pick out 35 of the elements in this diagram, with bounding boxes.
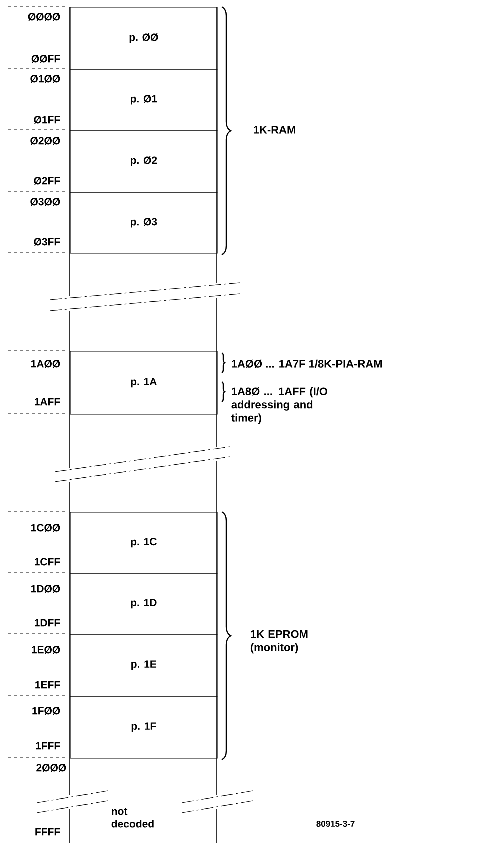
address-label: 1DØØ — [32, 585, 60, 593]
address-label: ØØØØ — [28, 13, 60, 21]
memory-page-box: p. Ø2 — [70, 130, 218, 193]
address-label: Ø2FF — [34, 177, 60, 185]
address-label: FFFF — [36, 828, 60, 836]
memory-page-box: p. 1A — [70, 351, 218, 415]
address-label: Ø1FF — [34, 116, 60, 124]
figure-number: 80915-3-7 — [316, 821, 355, 828]
memory-page-box: p. 1E — [70, 634, 218, 697]
address-label: 1FFF — [36, 742, 60, 750]
address-label: 1FØØ — [32, 707, 60, 715]
address-label: 1EØØ — [32, 646, 60, 654]
address-label: 1DFF — [35, 619, 60, 627]
address-label: Ø3FF — [34, 238, 60, 246]
memory-page-box: p. 1C — [70, 512, 218, 574]
brace-label: 1AØØ ... 1A7F 1/8K-PIA-RAM — [232, 360, 382, 368]
memory-page-box: p. 1F — [70, 696, 218, 759]
address-label: 2ØØØ — [36, 764, 66, 772]
memory-page-box: p. Ø3 — [70, 192, 218, 254]
memory-page-box: p. Ø1 — [70, 69, 218, 131]
brace-label: 1K-RAM — [254, 126, 296, 134]
address-label: 1EFF — [36, 681, 60, 689]
memory-page-box: p. 1D — [70, 573, 218, 635]
note-label: not decoded — [112, 808, 154, 828]
address-label: 1AFF — [35, 398, 60, 406]
address-label: 1CFF — [35, 558, 60, 566]
address-label: ØØFF — [32, 55, 60, 63]
brace-label: 1K EPROM (monitor) — [250, 630, 308, 654]
memory-page-box: p. ØØ — [70, 7, 218, 70]
address-label: Ø1ØØ — [30, 75, 60, 83]
address-label: Ø3ØØ — [30, 198, 60, 206]
brace-label: 1A8Ø ... 1AFF (I/O addressing and timer) — [232, 387, 328, 424]
address-label: Ø2ØØ — [30, 137, 60, 145]
address-label: 1CØØ — [32, 524, 60, 532]
address-label: 1AØØ — [32, 360, 60, 368]
